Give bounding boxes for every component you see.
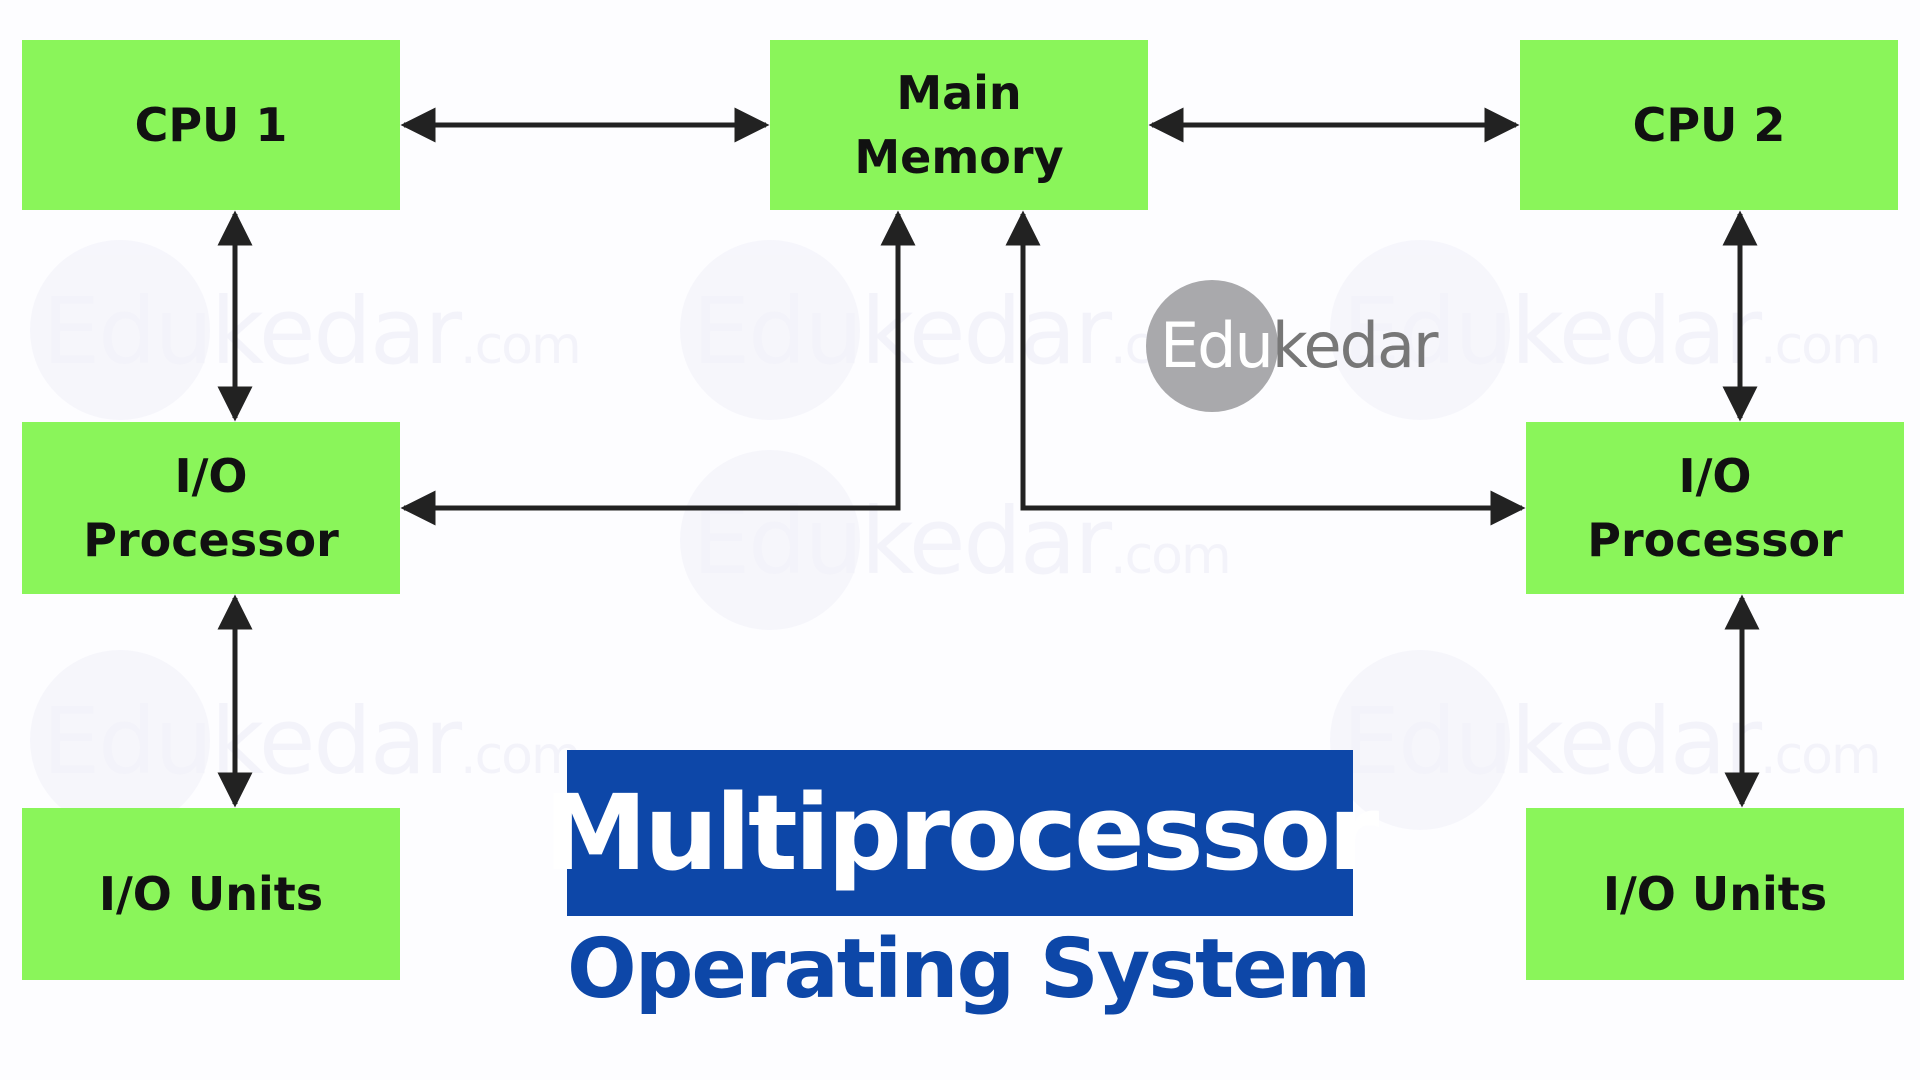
cpu1-box: CPU 1 <box>22 40 400 210</box>
cpu2-box: CPU 2 <box>1520 40 1898 210</box>
logo-text-part1: Edu <box>1160 309 1274 382</box>
arrow-memory-ioprocessor-left <box>400 210 916 526</box>
page-subtitle: Operating System <box>567 922 1371 1017</box>
page-title: Multiprocessor <box>543 772 1379 894</box>
io-processor-right-box: I/O Processor <box>1526 422 1904 594</box>
io-units-right-box: I/O Units <box>1526 808 1904 980</box>
title-band: Multiprocessor <box>544 750 1379 916</box>
edukedar-logo: Edukedar <box>1146 280 1466 414</box>
logo-text-part2: kedar <box>1271 309 1439 382</box>
arrow-memory-ioprocessor-right <box>1005 210 1526 526</box>
io-units-left-box: I/O Units <box>22 808 400 980</box>
io-processor-left-box: I/O Processor <box>22 422 400 594</box>
main-memory-box: Main Memory <box>770 40 1148 210</box>
logo-circle <box>1146 280 1278 412</box>
